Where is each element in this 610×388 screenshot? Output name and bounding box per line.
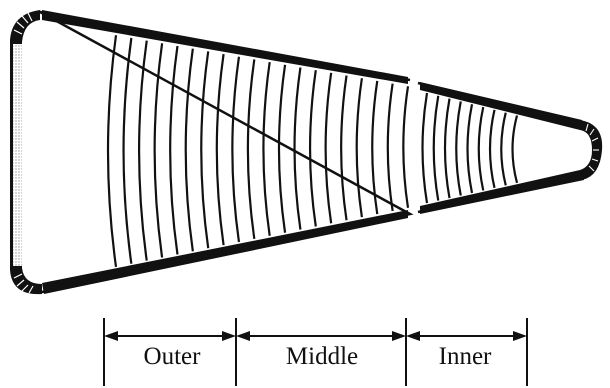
lamella	[432, 95, 440, 201]
lamella	[153, 43, 164, 258]
lamella	[324, 72, 333, 224]
lamella	[231, 56, 241, 243]
lamella	[371, 80, 379, 215]
lamella	[262, 61, 271, 236]
lamellae-group-outer-middle	[106, 35, 410, 267]
arrowhead-inner-right	[513, 331, 527, 341]
lamella	[455, 101, 462, 196]
lamella	[500, 112, 507, 186]
bottom-membrane-band-inner	[420, 170, 584, 214]
lamella	[308, 70, 317, 227]
top-membrane-band-inner	[420, 82, 582, 130]
lamella	[355, 78, 363, 218]
lamella	[488, 109, 496, 189]
arrowhead-middle-right	[392, 331, 406, 341]
left-stippled-wall	[13, 44, 22, 266]
right-end-cap	[580, 120, 603, 180]
top-membrane-band	[42, 10, 408, 84]
arrowhead-outer-right	[222, 331, 236, 341]
lamella	[511, 115, 519, 184]
arrowhead-outer-left	[104, 331, 118, 341]
lamella	[443, 98, 451, 199]
region-label-inner: Inner	[428, 342, 502, 372]
arrowhead-inner-left	[406, 331, 420, 341]
lamella	[169, 45, 179, 255]
lamella	[477, 106, 485, 191]
region-label-middle: Middle	[265, 342, 379, 372]
lamella	[138, 40, 148, 261]
lamella	[402, 86, 410, 208]
dimension-markers	[103, 318, 528, 386]
lamella	[184, 48, 194, 252]
arrowhead-middle-left	[236, 331, 250, 341]
lamella	[106, 35, 118, 267]
bottom-membrane-band	[42, 210, 408, 294]
lamella	[293, 67, 302, 230]
lamella	[466, 104, 474, 194]
lamella	[246, 59, 256, 240]
lamella	[200, 51, 210, 249]
lamella	[277, 64, 287, 233]
lamella	[340, 75, 348, 221]
lamellae-group-inner	[421, 92, 519, 204]
right-end-hatching	[585, 123, 599, 172]
lamella	[421, 92, 429, 204]
left-end-hatching	[13, 12, 34, 294]
lamella	[215, 53, 225, 246]
lamella	[386, 83, 394, 212]
lamella	[122, 37, 133, 264]
region-label-outer: Outer	[132, 342, 212, 372]
